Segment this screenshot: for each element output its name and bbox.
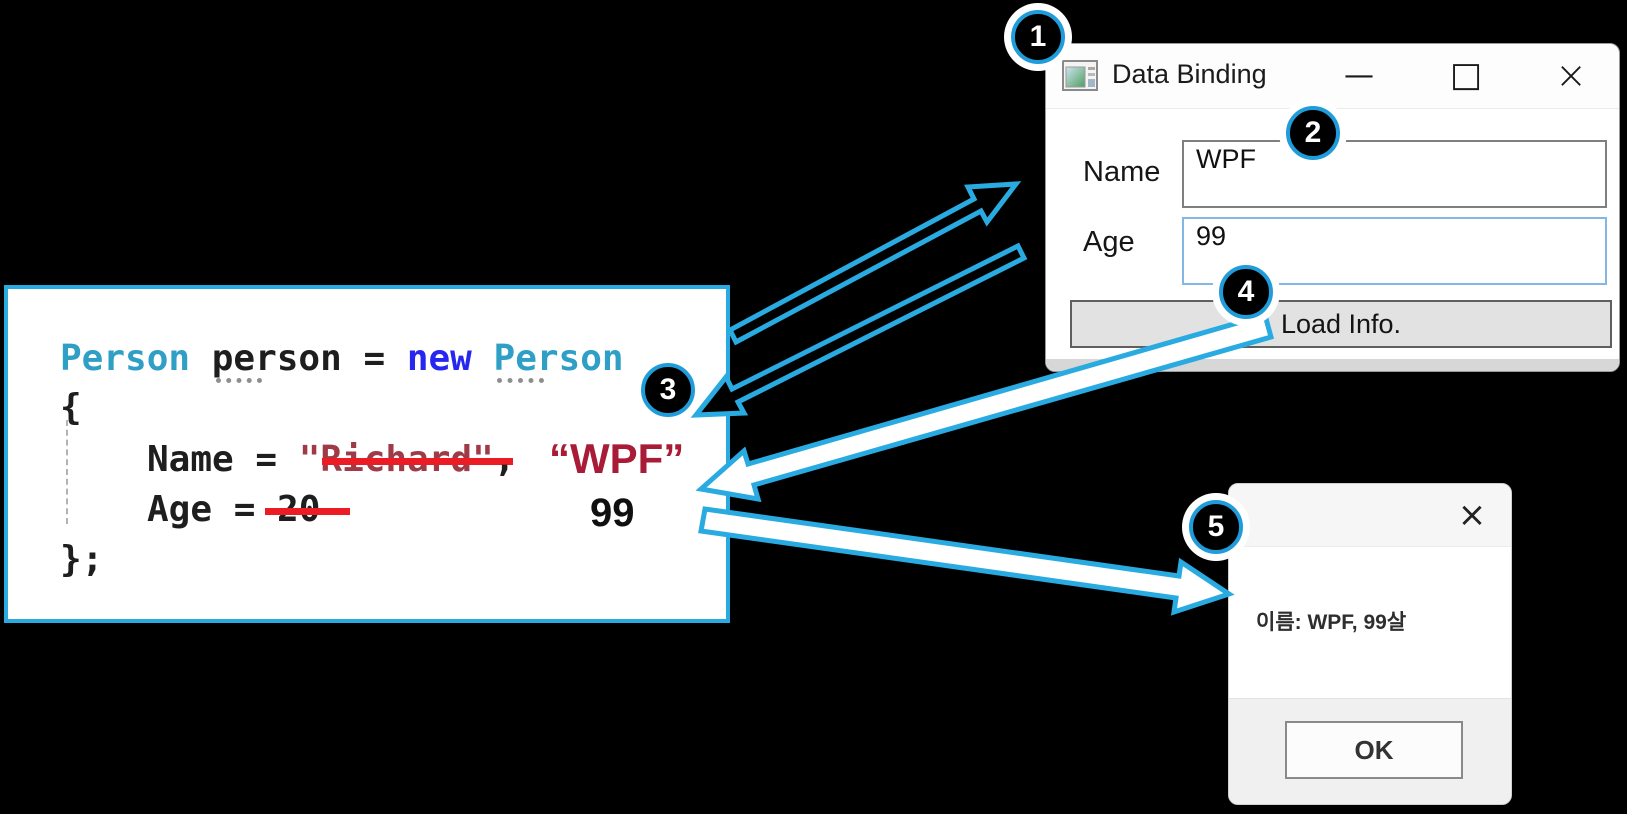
code-token — [472, 337, 494, 381]
maximize-button[interactable]: □ — [1449, 55, 1483, 95]
step-badge-1: 1 — [1011, 10, 1065, 64]
data-binding-window: Data Binding — □ × Name Age Load Info. — [1045, 43, 1620, 372]
code-token: }; — [60, 539, 104, 580]
code-token: new — [406, 338, 472, 379]
annotation-name-new-value: “WPF” — [549, 435, 685, 482]
window-title: Data Binding — [1112, 59, 1267, 89]
code-token: "Richard" — [298, 439, 514, 480]
message-text: 이름: WPF, 99살 — [1256, 611, 1407, 634]
code-token: , — [493, 439, 516, 480]
message-box-close-button[interactable]: × — [1457, 495, 1487, 535]
arrow-code-to-messagebox-icon — [698, 506, 1235, 616]
arrow-window-to-code-icon — [690, 242, 1028, 418]
code-line: }; — [60, 538, 103, 582]
code-line: Age = 20 — [147, 488, 350, 532]
message-box: × 이름: WPF, 99살 OK — [1228, 483, 1512, 805]
code-token: Name = — [147, 439, 299, 480]
code-token: Person — [60, 338, 191, 379]
minimize-button[interactable]: — — [1344, 57, 1374, 93]
code-token: person — [211, 338, 342, 383]
name-input[interactable] — [1182, 140, 1607, 208]
indent-guide-line — [66, 420, 68, 524]
code-line: Person person = new Person — [60, 337, 624, 383]
code-line: Name = "Richard", — [147, 438, 515, 482]
ok-button[interactable]: OK — [1285, 721, 1463, 779]
code-token: = — [341, 338, 407, 379]
app-window-icon[interactable] — [1062, 60, 1098, 91]
message-box-footer: OK — [1229, 698, 1511, 804]
message-box-titlebar[interactable]: × — [1229, 484, 1511, 547]
step-badge-4: 4 — [1219, 265, 1273, 319]
load-info-button[interactable]: Load Info. — [1070, 300, 1612, 348]
step-badge-5: 5 — [1189, 500, 1243, 554]
code-token: 20 — [255, 489, 350, 530]
age-label: Age — [1083, 226, 1135, 258]
annotation-age-new-value: 99 — [590, 491, 635, 535]
close-button[interactable]: × — [1555, 53, 1587, 97]
code-token: Person — [493, 338, 624, 383]
arrow-code-to-window-icon — [726, 181, 1022, 346]
code-token: { — [60, 387, 82, 428]
code-panel: Person person = new Person{Name = "Richa… — [4, 285, 730, 623]
code-token — [190, 337, 212, 381]
step-badge-2: 2 — [1286, 106, 1340, 160]
step-badge-3: 3 — [641, 363, 695, 417]
name-label: Name — [1083, 156, 1161, 188]
window-titlebar[interactable]: Data Binding — □ × — [1046, 44, 1619, 109]
code-line: { — [60, 386, 82, 430]
window-bottom-edge — [1046, 359, 1619, 371]
code-token: Age = — [147, 489, 256, 530]
